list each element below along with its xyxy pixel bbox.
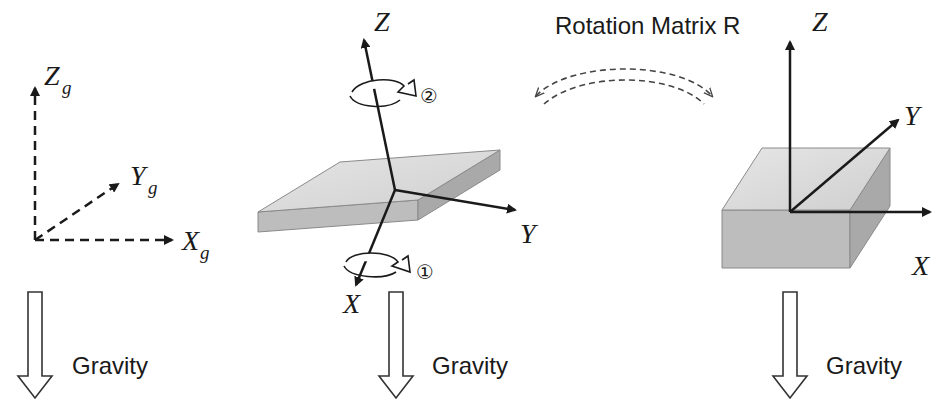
gravity-arrows: [18, 292, 807, 398]
axis-label: Z: [374, 8, 390, 36]
rotation-arrows: [344, 80, 416, 277]
axis-label: Y: [520, 220, 536, 248]
axis-subscript: g: [148, 178, 158, 197]
gravity-label: Gravity: [72, 354, 148, 378]
global-axes: [35, 88, 172, 240]
gravity-label: Gravity: [826, 354, 902, 378]
axis-label: X: [182, 227, 199, 255]
body-axes-tilted: [356, 40, 515, 285]
tilted-slab: [258, 150, 500, 232]
title-label: Rotation Matrix R: [555, 14, 740, 38]
axis-label: X: [912, 252, 929, 280]
aligned-slab: [722, 148, 890, 268]
body-axes-aligned: [790, 42, 930, 212]
callout-number: ①: [416, 262, 434, 282]
gravity-label: Gravity: [432, 354, 508, 378]
axis-label: Z: [812, 8, 828, 36]
axis-subscript: g: [62, 78, 72, 97]
axis-subscript: g: [200, 243, 210, 262]
axis-label: Y: [904, 102, 920, 130]
axis-label: X: [343, 290, 360, 318]
rotation-arc: [544, 80, 704, 104]
axis-label: Y: [130, 162, 146, 190]
axis-label: Z: [44, 62, 60, 90]
callout-number: ②: [420, 86, 438, 106]
